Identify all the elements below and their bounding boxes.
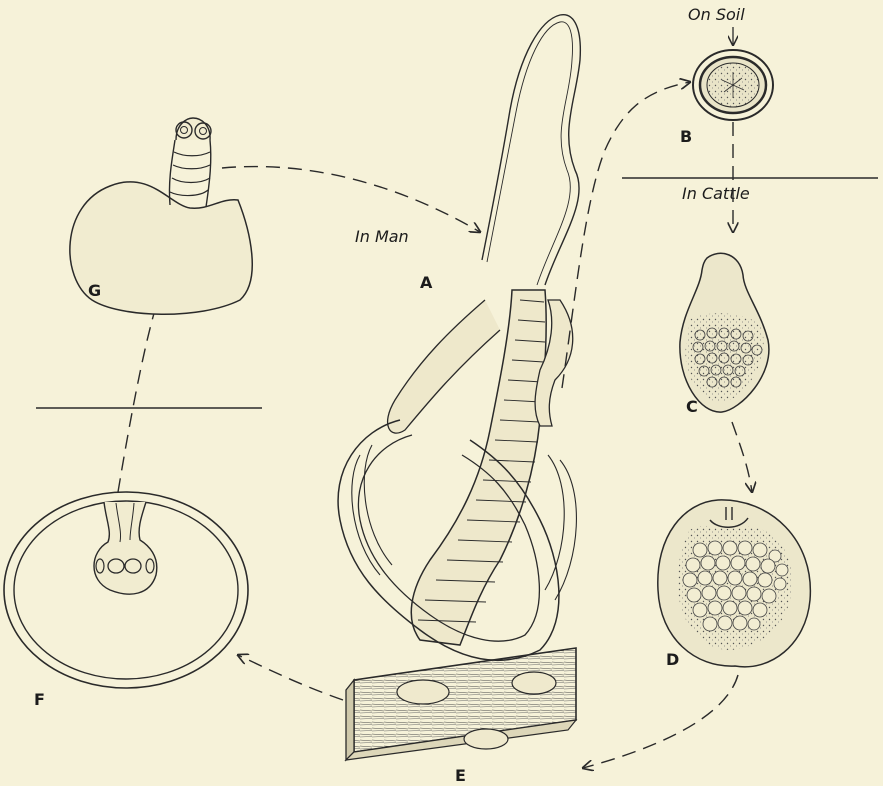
embryo-stage-c <box>680 253 769 412</box>
label-d: D <box>666 650 679 669</box>
label-c: C <box>686 397 698 416</box>
adult-tapeworm-a <box>338 15 580 661</box>
label-e: E <box>455 766 466 785</box>
in-man-caption: In Man <box>355 227 409 246</box>
label-b: B <box>680 127 692 146</box>
label-a: A <box>420 273 433 292</box>
label-g: G <box>88 281 101 300</box>
cyst-stage-d <box>658 500 811 667</box>
label-f: F <box>34 690 45 709</box>
egg-stage-b <box>693 50 773 120</box>
infected-meat-block-e <box>346 648 576 760</box>
evaginating-cyst-f <box>4 492 248 688</box>
on-soil-caption: On Soil <box>688 5 745 24</box>
in-cattle-caption: In Cattle <box>682 184 750 203</box>
